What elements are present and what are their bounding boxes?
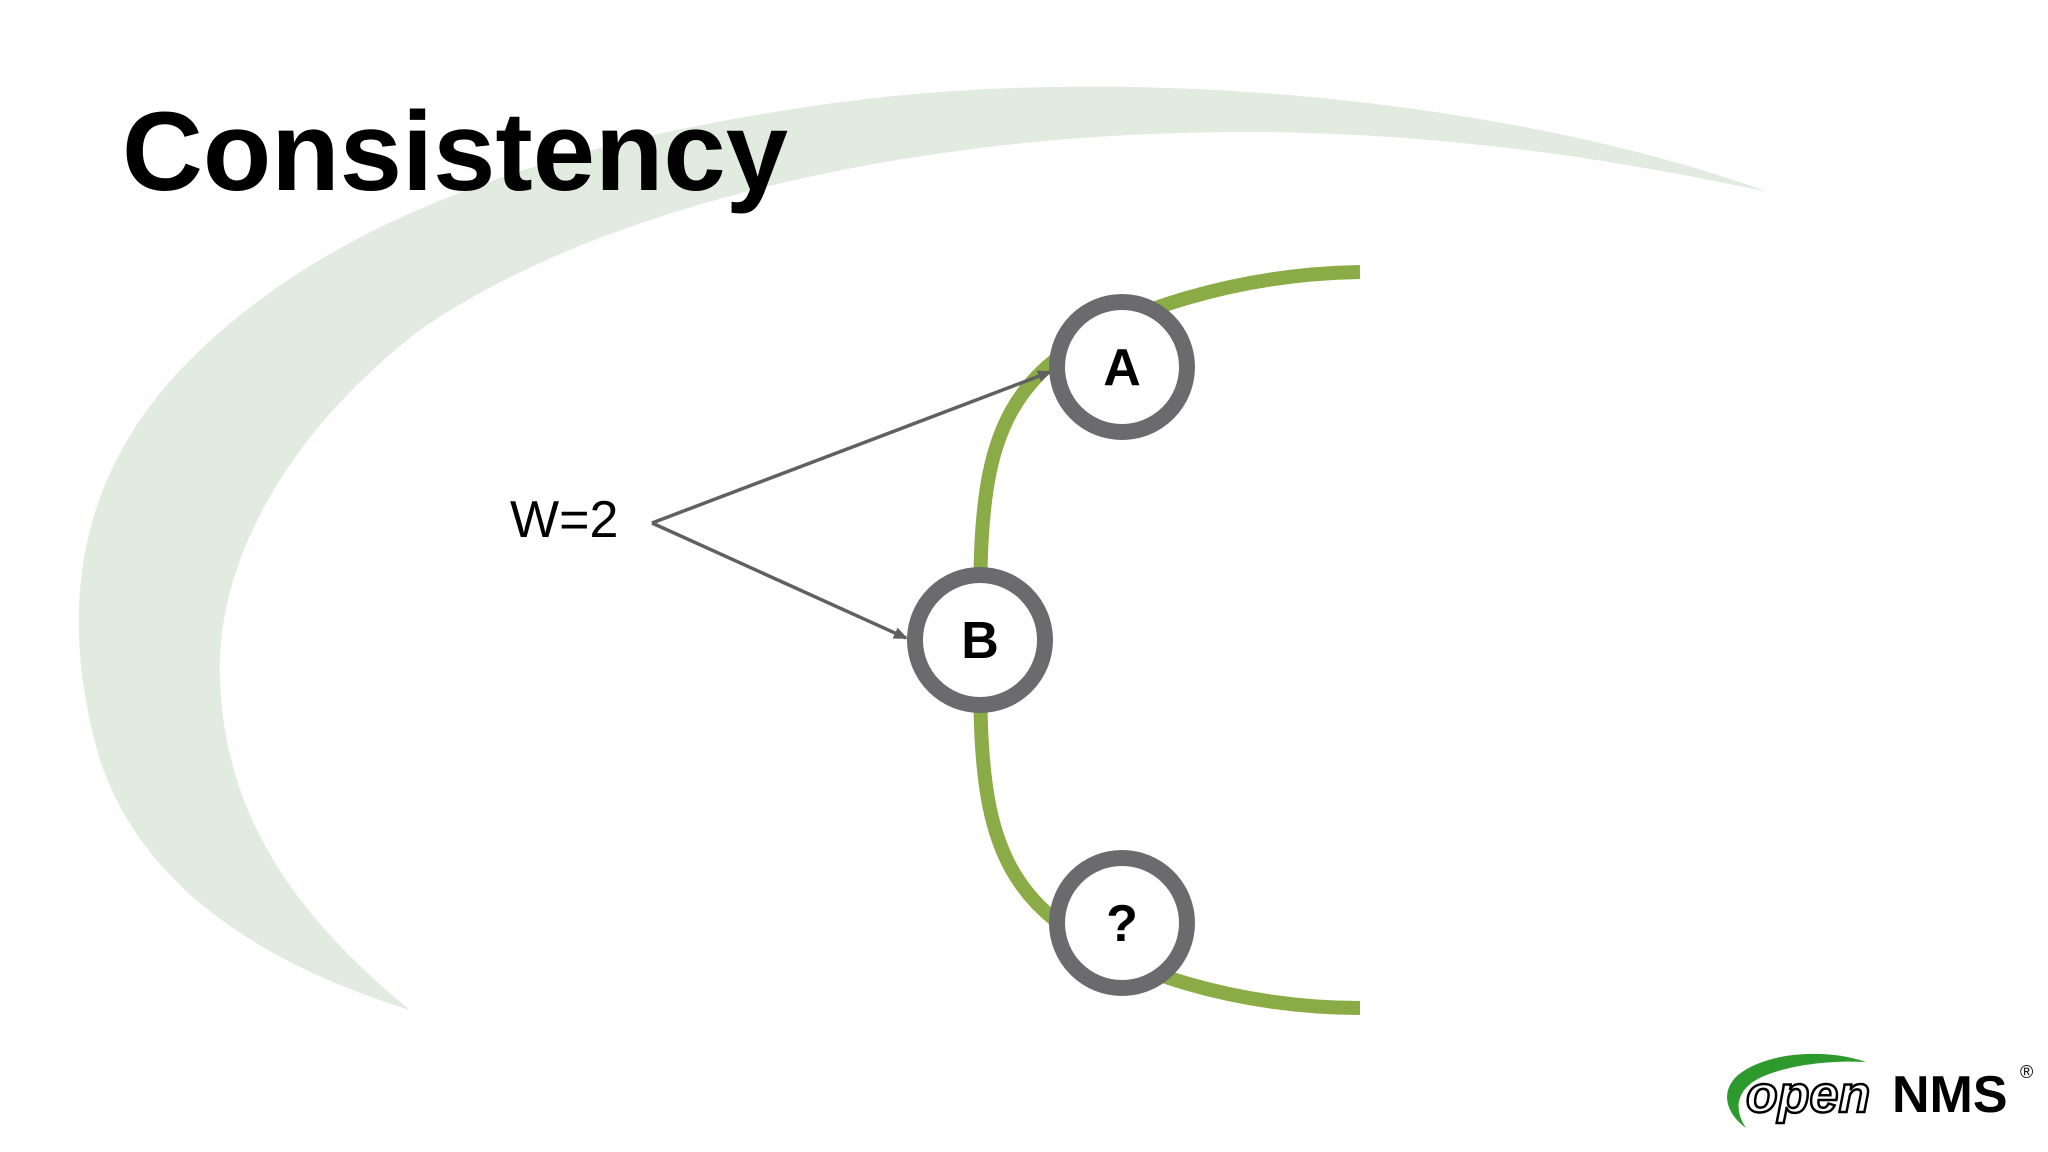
slide-title: Consistency	[122, 89, 788, 214]
write-quorum-label: W=2	[510, 491, 618, 549]
node-unknown: ?	[1049, 850, 1195, 996]
node-b-label: B	[961, 612, 999, 670]
opennms-logo: open NMS ®	[1727, 1053, 2033, 1128]
logo-open-text: open	[1746, 1066, 1870, 1124]
logo-swoosh-icon	[1727, 1053, 1866, 1128]
arrow-to-b	[651, 521, 908, 640]
arrow-to-a	[651, 370, 1052, 525]
node-a-label: A	[1103, 339, 1141, 397]
logo-registered-mark: ®	[2020, 1062, 2033, 1082]
node-a: A	[1049, 294, 1195, 440]
node-b: B	[907, 567, 1053, 713]
swoosh-shape	[78, 86, 1768, 1010]
node-unknown-label: ?	[1106, 895, 1138, 953]
logo-nms-text: NMS	[1892, 1066, 2008, 1124]
